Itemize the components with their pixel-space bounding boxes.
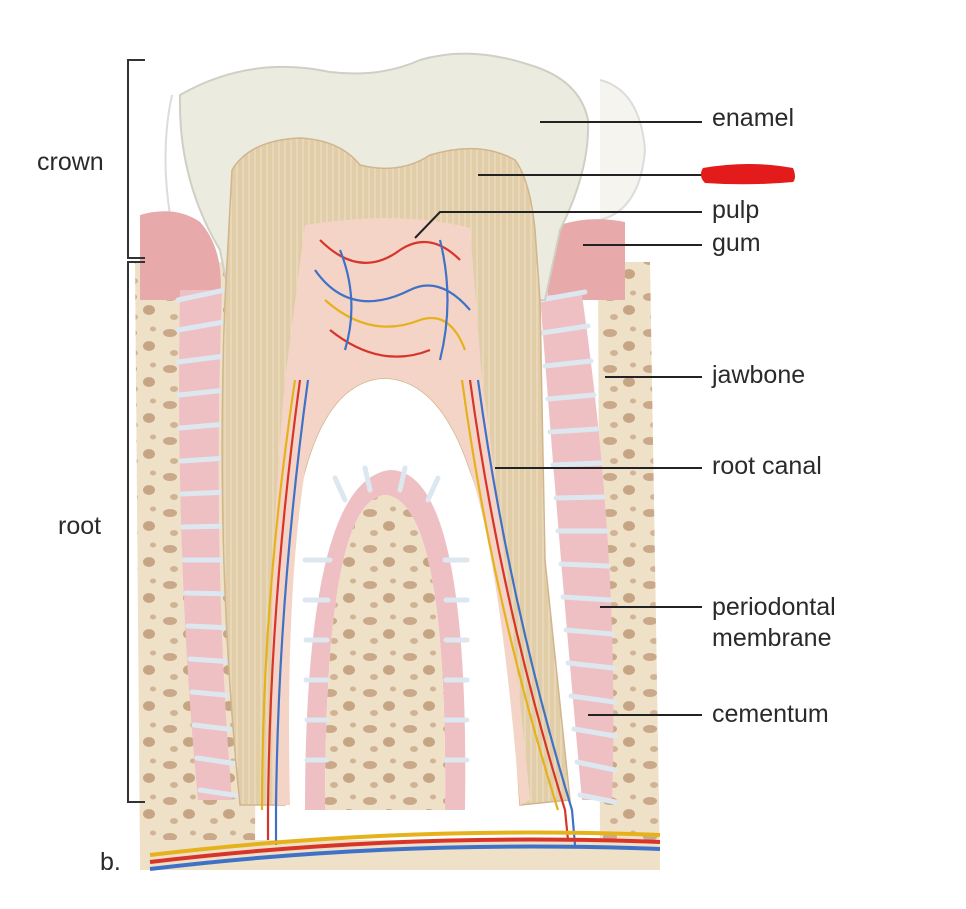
label-root-canal: root canal (712, 452, 822, 480)
neighbor-tooth-right (599, 79, 647, 221)
label-pulp: pulp (712, 196, 760, 224)
label-membrane: membrane (712, 624, 832, 652)
panel-letter: b. (100, 848, 121, 876)
periodontal-fibers (175, 287, 618, 805)
periodontal-inner-arch (305, 470, 466, 810)
label-cementum: cementum (712, 700, 829, 728)
gum-left (140, 211, 221, 300)
crown-bracket (127, 59, 145, 259)
neighbor-tooth-left (164, 94, 173, 216)
section-brackets (127, 59, 145, 803)
root-bracket (127, 261, 145, 803)
base-vessels (149, 830, 661, 871)
redacted-label-mark (700, 164, 795, 185)
leader-lines (414, 121, 702, 716)
crown-label: crown (37, 148, 104, 176)
label-jawbone: jawbone (712, 361, 806, 389)
pulp-chamber (271, 218, 530, 805)
periodontal-left (179, 290, 232, 800)
label-enamel: enamel (712, 104, 794, 132)
gum-right (547, 219, 625, 300)
pulp-vessels (260, 239, 577, 846)
label-gum: gum (712, 229, 761, 257)
periodontal-right (540, 295, 614, 800)
label-periodontal: periodontal (712, 593, 836, 621)
root-label: root (58, 512, 102, 540)
interradicular-bone (325, 495, 446, 810)
